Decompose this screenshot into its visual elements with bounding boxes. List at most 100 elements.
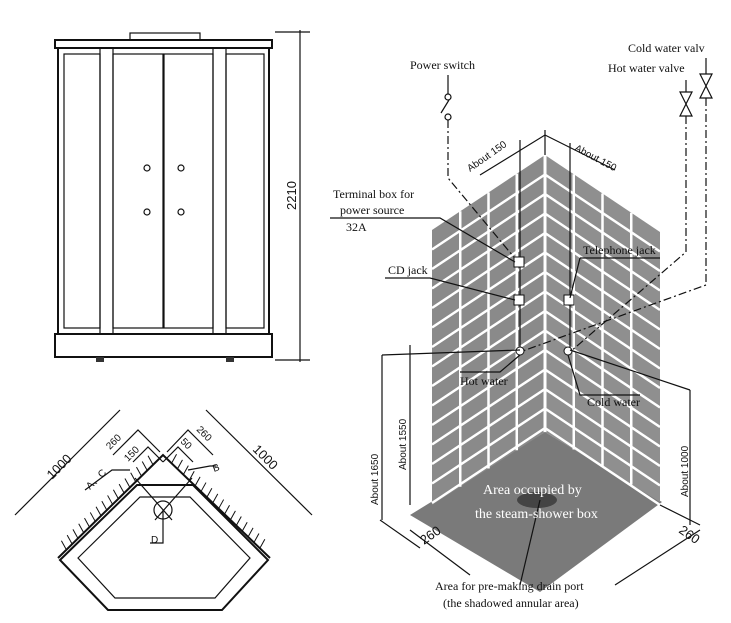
cold-water-valve-icon (699, 58, 713, 99)
about-1000-label: About 1000 (680, 445, 691, 497)
corner-walls (57, 453, 271, 559)
dim-line-right-1000 (205, 409, 313, 516)
knob (143, 208, 151, 216)
grid-line (253, 533, 260, 543)
telephone-jack-label: Telephone jack (583, 243, 656, 257)
dim-left-150 (132, 446, 164, 463)
drain-annular-area (517, 492, 557, 508)
grid-line (130, 472, 137, 483)
grid-line (84, 517, 90, 528)
about-150-left-label: About 150 (465, 139, 509, 174)
grid-line (206, 487, 213, 498)
cd-jack-icon (513, 294, 525, 306)
dim-right-260 (166, 429, 214, 456)
cd-jack-label: CD jack (388, 263, 428, 277)
grid-line (235, 516, 242, 526)
knob (177, 164, 185, 172)
offset-right-outer-label: 260 (194, 424, 214, 444)
grid-line (141, 461, 148, 471)
hot-water-outlet-icon (515, 346, 525, 356)
grid-line (182, 465, 189, 475)
about-1550-label: About 1550 (398, 418, 409, 470)
post-right (212, 47, 227, 335)
label-b: B (211, 462, 221, 475)
door-left (112, 53, 164, 329)
tray-outer (58, 484, 270, 611)
floor-area (410, 432, 662, 592)
hot-water-label: Hot water (460, 374, 508, 388)
width-right-label: 1000 (250, 442, 281, 473)
area-occupied-label: Area occupied by (483, 483, 582, 498)
hot-water-pipe (569, 116, 687, 353)
grid-line (89, 512, 96, 522)
leader-b (187, 465, 216, 471)
foot-left (96, 357, 104, 362)
grid-line (171, 453, 177, 464)
width-left-label: 1000 (44, 451, 75, 482)
grid-line (177, 459, 183, 470)
grid-line (60, 540, 67, 551)
leader-d (150, 510, 164, 544)
grid-line (124, 478, 131, 488)
cold-water-valve-label: Cold water valv (628, 41, 705, 55)
foot-right (226, 357, 234, 362)
power-switch-label: Power switch (410, 58, 475, 72)
grid-line (118, 483, 125, 494)
dim-line-left-1000 (14, 409, 121, 516)
post-left (99, 47, 114, 335)
power-cable (447, 120, 519, 263)
label-ac: A、C (84, 467, 109, 492)
leader-ac (84, 469, 130, 491)
grid-line (212, 493, 219, 504)
dim-right-50 (162, 446, 194, 463)
hot-water-valve-label: Hot water valve (608, 61, 685, 75)
top-cap (54, 39, 273, 49)
telephone-jack-icon (563, 294, 575, 306)
grid-line (107, 495, 114, 505)
front-view: 2210 (54, 30, 310, 362)
base-tray (54, 333, 273, 358)
wall-hatching (60, 453, 266, 551)
knob (177, 208, 185, 216)
cold-water-label: Cold water (587, 395, 640, 409)
grid-line (101, 500, 108, 511)
terminal-box-amperage: 32A (346, 220, 367, 234)
grid-line (66, 534, 73, 545)
terminal-box-icon (513, 256, 525, 268)
grid-line (200, 482, 207, 492)
offset-left-outer-label: 260 (104, 432, 124, 452)
grid-line (95, 506, 102, 517)
grid-line (241, 521, 248, 532)
top-vent (129, 32, 201, 41)
tray-inner (77, 496, 251, 599)
drain-port-label: Area for pre-making drain port (435, 579, 584, 593)
grid-line (112, 489, 119, 500)
cold-water-outlet-icon (563, 346, 573, 356)
grid-line (72, 529, 79, 539)
grid-line (229, 510, 236, 521)
terminal-box-label: Terminal box for (333, 187, 414, 201)
side-panel-right (225, 53, 265, 329)
drain-port-label-2: (the shadowed annular area) (443, 596, 579, 610)
power-switch-icon (444, 93, 452, 101)
grid-line (247, 527, 254, 538)
plan-view: 1000 1000 260 150 260 50 A、C B D (14, 409, 313, 611)
about-150-right-label: About 150 (573, 143, 619, 174)
grid-line (147, 455, 154, 466)
grid-line (188, 470, 195, 481)
terminal-box-label-2: power source (340, 203, 404, 217)
area-occupied-label-2: the steam-shower box (475, 507, 598, 522)
installation-view: Power switch Cold water valv Hot water v… (330, 41, 713, 610)
offset-left-inner-label: 150 (122, 444, 142, 464)
grid-line (259, 538, 266, 549)
label-d: D (151, 535, 158, 546)
door-right (163, 53, 214, 329)
height-dim-label: 2210 (284, 181, 299, 210)
side-panel-left (63, 53, 101, 329)
dim-left-260 (112, 429, 161, 456)
grid-line (224, 504, 230, 515)
knob (143, 164, 151, 172)
grid-line (136, 466, 142, 477)
